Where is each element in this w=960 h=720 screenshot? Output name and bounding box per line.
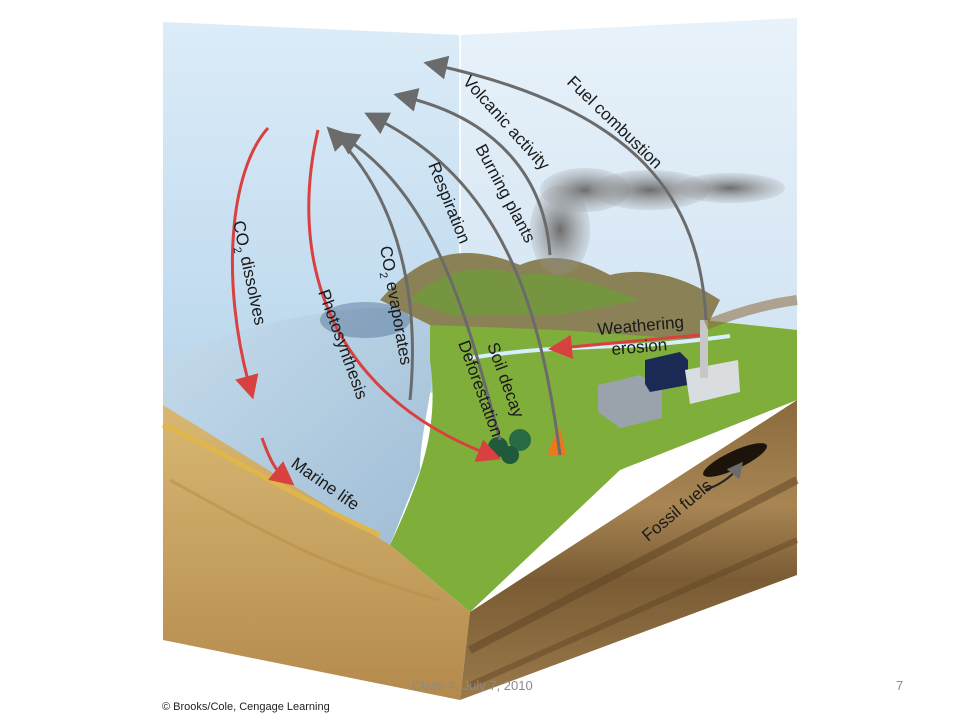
river <box>469 334 731 360</box>
photosynthesis-arrow <box>307 129 502 462</box>
copyright-credit: © Brooks/Cole, Cengage Learning <box>162 701 330 713</box>
soil-left-face <box>163 405 470 700</box>
fuel-combustion-arrow <box>423 55 708 321</box>
erosion-label: erosion <box>611 335 668 359</box>
weathering-arrow <box>548 333 701 359</box>
fossil-fuels-arrow <box>704 461 743 491</box>
marine-life-arrow <box>260 437 295 486</box>
page-number: 7 <box>896 678 904 693</box>
ocean <box>163 307 435 545</box>
volcanic-activity-arrow <box>393 88 552 256</box>
slide-footer: Class #, July 7, 2010 <box>412 678 533 693</box>
volcanic-smoke <box>530 168 785 275</box>
burning-plants-arrow <box>364 112 562 456</box>
respiration-arrow <box>334 131 502 441</box>
fire <box>548 428 566 456</box>
fossil-fuel-deposit <box>703 443 767 477</box>
factory <box>598 320 740 428</box>
co2-dissolves-arrow <box>230 126 270 400</box>
co2-evaporates-arrow <box>326 126 414 401</box>
factory-smoke <box>704 295 798 330</box>
